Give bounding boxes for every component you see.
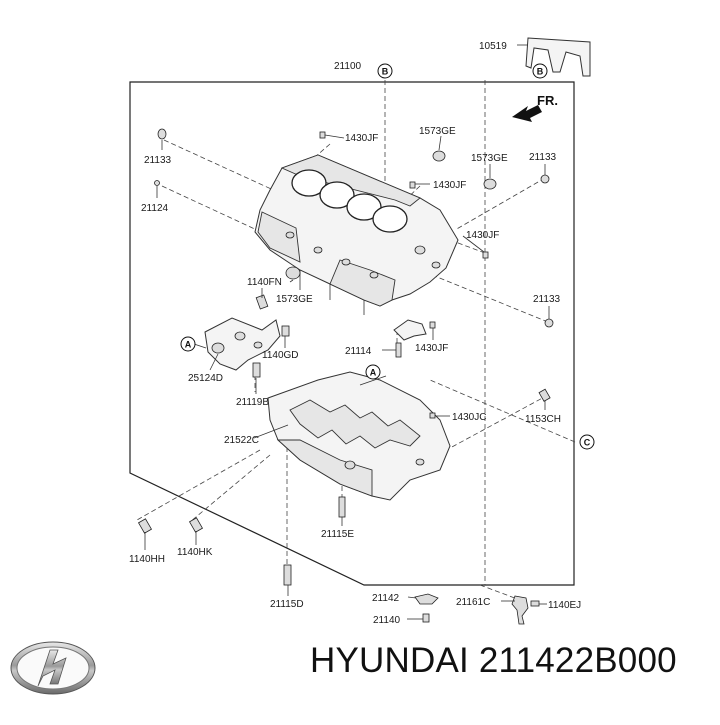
label-21100: 21100	[334, 61, 362, 72]
cylinder-block	[254, 154, 459, 315]
lower-crankcase	[267, 371, 451, 501]
callout-c-text: C	[584, 438, 591, 448]
label-1430JC: 1430JC	[452, 412, 486, 423]
label-21161C: 21161C	[456, 597, 490, 608]
part-25124D-cover	[204, 317, 281, 371]
label-21522C: 21522C	[224, 435, 259, 446]
label-10519: 10519	[479, 41, 507, 52]
label-1573GE-a: 1573GE	[419, 126, 456, 137]
label-1140HK: 1140HK	[177, 547, 213, 558]
label-21119B: 21119B	[236, 397, 269, 408]
callout-a-right-text: A	[370, 368, 377, 378]
fasteners	[137, 128, 554, 625]
label-21133-a: 21133	[144, 155, 172, 166]
label-21124: 21124	[141, 203, 169, 214]
front-arrow-icon	[512, 105, 542, 122]
callout-b-top-text: B	[382, 67, 389, 77]
label-1430JF-d: 1430JF	[415, 343, 448, 354]
label-1430JF-c: 1430JF	[466, 230, 499, 241]
label-21115E: 21115E	[321, 529, 354, 540]
label-1153CH: 1153CH	[525, 414, 561, 425]
leader-lines	[144, 44, 550, 620]
callout-c: C	[579, 434, 595, 450]
front-label: FR.	[537, 93, 558, 108]
label-25124D: 25124D	[188, 373, 223, 384]
label-1430JF-b: 1430JF	[433, 180, 466, 191]
reference-lines	[136, 80, 576, 601]
bearing-cap-21114	[393, 319, 427, 341]
label-1430JF-a: 1430JF	[345, 133, 378, 144]
part-10519-cover	[525, 37, 591, 77]
label-1573GE-b: 1573GE	[471, 153, 508, 164]
callout-a-left: A	[180, 336, 196, 352]
label-1140GD: 1140GD	[262, 350, 299, 361]
label-21142: 21142	[372, 593, 400, 604]
callout-a-right: A	[365, 364, 381, 380]
label-1573GE-c: 1573GE	[276, 294, 313, 305]
callout-b-top: B	[377, 63, 393, 79]
hyundai-logo-icon	[10, 641, 96, 695]
label-21115D: 21115D	[270, 599, 304, 610]
label-1140HH: 1140HH	[129, 554, 165, 565]
label-1140EJ: 1140EJ	[548, 600, 581, 611]
product-title: HYUNDAI 211422B000	[310, 641, 677, 680]
label-21133-c: 21133	[533, 294, 561, 305]
callout-b-cover-text: B	[537, 67, 544, 77]
label-21133-b: 21133	[529, 152, 557, 163]
label-1140FN: 1140FN	[247, 277, 282, 288]
assembly-frame	[129, 81, 575, 586]
label-21114: 21114	[345, 346, 372, 357]
callout-b-cover: B	[532, 63, 548, 79]
label-21140: 21140	[373, 615, 401, 626]
callout-a-left-text: A	[185, 340, 192, 350]
